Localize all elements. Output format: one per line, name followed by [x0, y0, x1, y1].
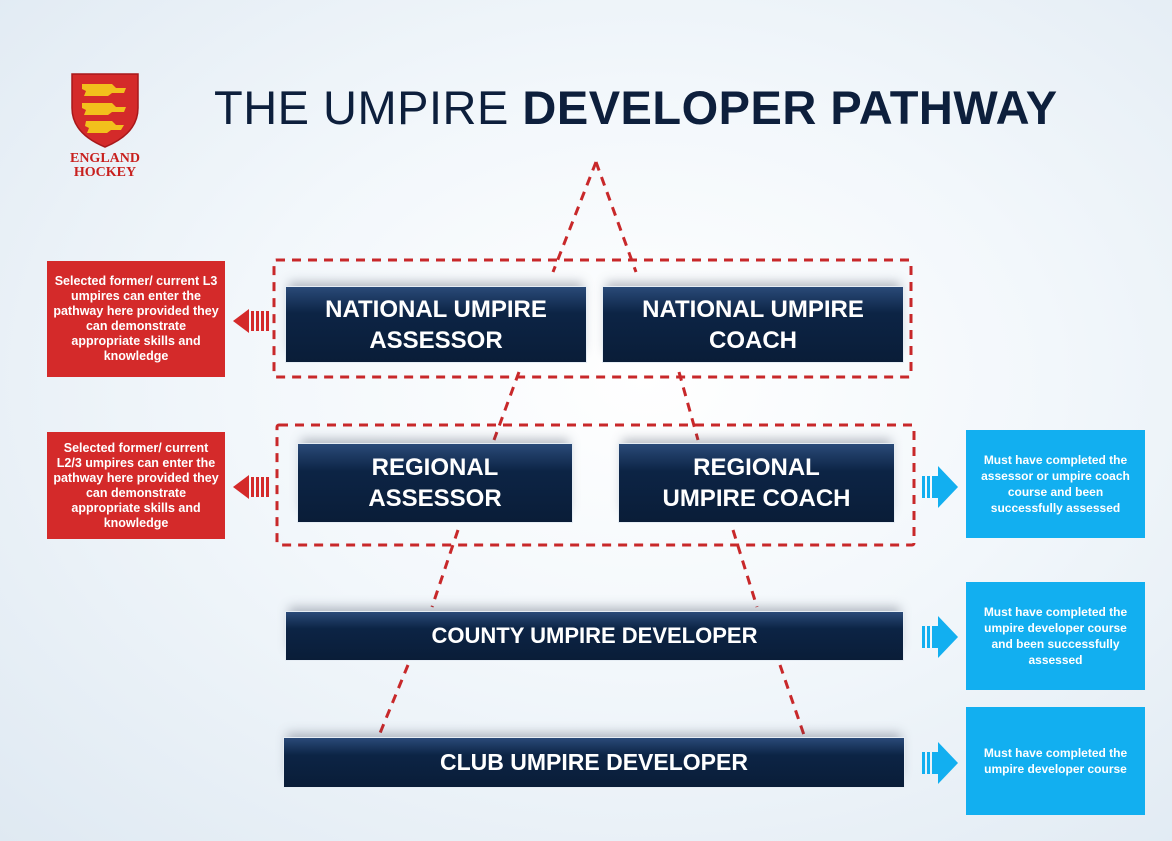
national-entry-note: Selected former/ current L3 umpires can … — [47, 261, 225, 377]
national-entry-note-bold: Selected — [54, 274, 107, 288]
left-arrow-icon — [233, 475, 269, 499]
right-arrow-icon — [922, 466, 958, 508]
logo-line-2: HOCKEY — [73, 165, 137, 180]
title-bold: DEVELOPER PATHWAY — [522, 81, 1058, 134]
right-arrow-icon — [922, 742, 958, 784]
regional-assessor-line-2: ASSESSOR — [368, 485, 502, 512]
regional-assessor-box: REGIONAL ASSESSOR — [297, 443, 573, 523]
national-umpire-coach-box: NATIONAL UMPIRE COACH — [602, 286, 904, 363]
page-title: THE UMPIRE DEVELOPER PATHWAY — [214, 80, 1058, 135]
pyramid-line-left-mid — [492, 371, 521, 441]
title-plain: THE UMPIRE — [214, 81, 509, 134]
pyramid-line-right-bottom — [778, 664, 807, 739]
pyramid-line-right-mid — [677, 371, 700, 441]
regional-entry-note-bold: Selected — [63, 440, 116, 455]
regional-coach-line-1: REGIONAL — [693, 454, 820, 481]
national-group-frame — [272, 258, 913, 379]
club-requirement-note: Must have completed the umpire developer… — [966, 707, 1145, 815]
club-umpire-developer-box: CLUB UMPIRE DEVELOPER — [283, 737, 905, 788]
regional-coach-line-2: UMPIRE COACH — [662, 485, 851, 512]
county-label: COUNTY UMPIRE DEVELOPER — [431, 623, 758, 648]
right-arrow-icon — [922, 616, 958, 658]
county-requirement-text: Must have completed the umpire developer… — [983, 605, 1128, 667]
left-arrow-icon — [233, 309, 269, 333]
national-umpire-assessor-box: NATIONAL UMPIRE ASSESSOR — [285, 286, 587, 363]
logo-text: ENGLAND HOCKEY — [54, 152, 156, 180]
pyramid-line-left-bottom — [376, 664, 410, 739]
national-entry-note-text: former/ current L3 umpires can enter the… — [53, 274, 219, 363]
regional-requirement-note: Must have completed the assessor or umpi… — [966, 430, 1145, 538]
regional-assessor-line-1: REGIONAL — [371, 454, 499, 481]
county-requirement-note: Must have completed the umpire developer… — [966, 582, 1145, 690]
pyramid-line-right-low — [731, 529, 759, 608]
pyramid-line-left-top — [551, 161, 598, 273]
club-requirement-text: Must have completed the umpire developer… — [983, 746, 1128, 776]
regional-group-frame — [275, 423, 916, 547]
regional-requirement-text: Must have completed the assessor or umpi… — [981, 453, 1130, 515]
county-umpire-developer-box: COUNTY UMPIRE DEVELOPER — [285, 611, 904, 661]
logo-line-1: ENGLAND — [69, 151, 140, 166]
national-coach-line-1: NATIONAL UMPIRE — [642, 295, 864, 323]
regional-umpire-coach-box: REGIONAL UMPIRE COACH — [618, 443, 895, 523]
pyramid-line-right-top — [594, 161, 638, 273]
national-assessor-line-2: ASSESSOR — [369, 326, 503, 354]
national-coach-line-2: COACH — [709, 326, 797, 354]
three-lions-shield-icon — [71, 73, 139, 148]
national-assessor-line-1: NATIONAL UMPIRE — [325, 295, 547, 323]
regional-entry-note: Selected former/ current L2/3 umpires ca… — [47, 432, 225, 539]
pyramid-line-left-low — [430, 529, 460, 608]
regional-entry-note-text: former/ current L2/3 umpires can enter t… — [53, 440, 219, 530]
club-label: CLUB UMPIRE DEVELOPER — [440, 749, 748, 775]
